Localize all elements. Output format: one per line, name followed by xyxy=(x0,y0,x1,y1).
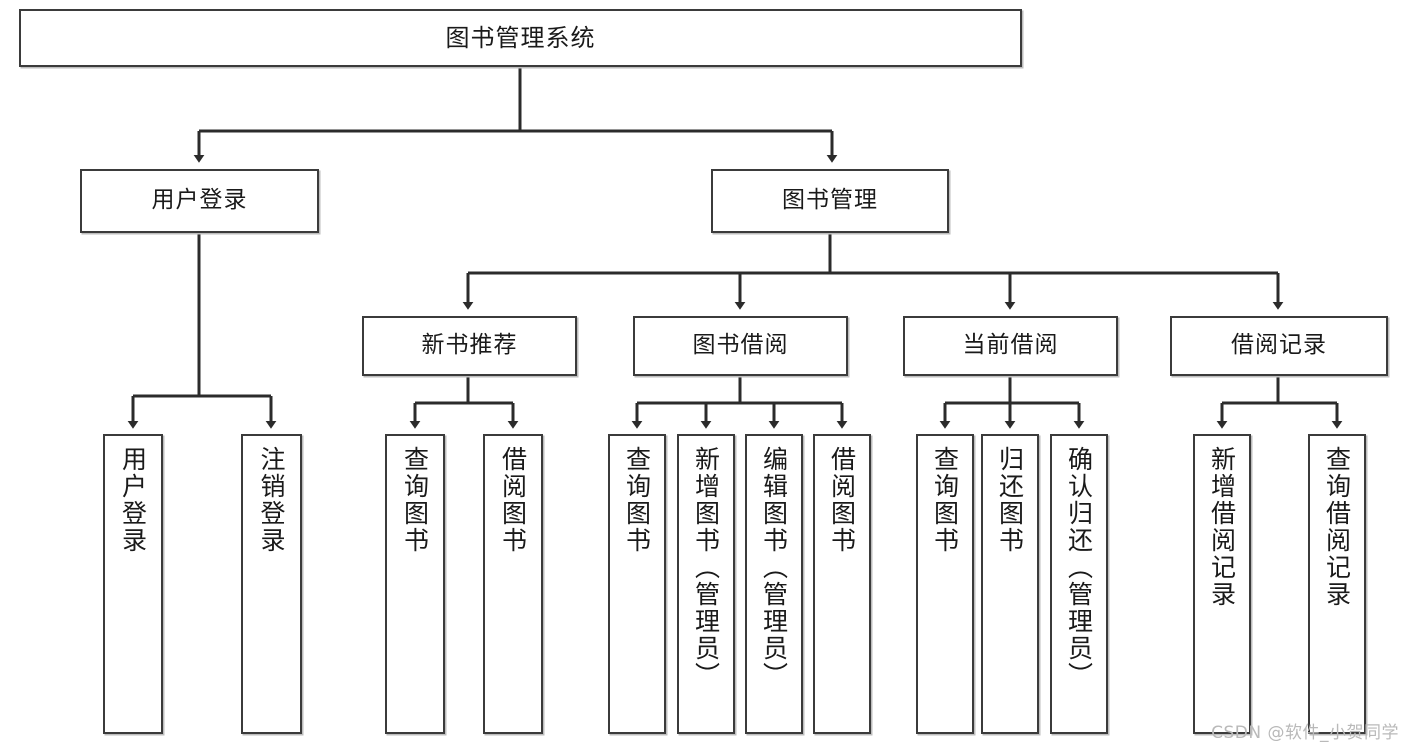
node-label: 编辑图书（管理员） xyxy=(759,446,789,689)
node-label: 图书管理 xyxy=(782,187,878,214)
node-label: 归还图书 xyxy=(995,446,1025,554)
node-label: 确认归还（管理员） xyxy=(1064,446,1094,689)
node-label: 查询借阅记录 xyxy=(1322,446,1352,608)
leaf-user-login-logout[interactable]: 注销登录 xyxy=(241,434,302,734)
node-label: 新书推荐 xyxy=(421,332,518,359)
leaf-borrow-record-query-record[interactable]: 查询借阅记录 xyxy=(1308,434,1366,734)
node-label: 图书借阅 xyxy=(692,332,789,359)
leaf-new-book-borrow-book[interactable]: 借阅图书 xyxy=(483,434,543,734)
node-label: 查询图书 xyxy=(622,446,652,554)
node-label: 查询图书 xyxy=(400,446,430,554)
leaf-book-borrow-edit-book-admin[interactable]: 编辑图书（管理员） xyxy=(745,434,803,734)
node-label: 新增图书（管理员） xyxy=(691,446,721,689)
leaf-book-borrow-query-book[interactable]: 查询图书 xyxy=(608,434,666,734)
leaf-book-borrow-borrow-book[interactable]: 借阅图书 xyxy=(813,434,871,734)
node-label: 借阅记录 xyxy=(1231,332,1327,359)
node-label: 用户登录 xyxy=(118,446,148,554)
leaf-current-borrow-query-book[interactable]: 查询图书 xyxy=(916,434,974,734)
node-label: 新增借阅记录 xyxy=(1207,446,1237,608)
node-label: 借阅图书 xyxy=(498,446,528,554)
node-label: 用户登录 xyxy=(151,187,248,214)
node-current-borrowing[interactable]: 当前借阅 xyxy=(903,316,1118,376)
node-root-book-management-system[interactable]: 图书管理系统 xyxy=(19,9,1022,67)
leaf-borrow-record-add-record[interactable]: 新增借阅记录 xyxy=(1193,434,1251,734)
node-label: 图书管理系统 xyxy=(445,23,596,52)
node-book-borrowing[interactable]: 图书借阅 xyxy=(633,316,848,376)
node-label: 查询图书 xyxy=(930,446,960,554)
leaf-user-login-login[interactable]: 用户登录 xyxy=(103,434,163,734)
leaf-current-borrow-return-book[interactable]: 归还图书 xyxy=(981,434,1039,734)
node-label: 借阅图书 xyxy=(827,446,857,554)
node-new-book-recommendation[interactable]: 新书推荐 xyxy=(362,316,577,376)
node-label: 注销登录 xyxy=(257,446,286,554)
node-label: 当前借阅 xyxy=(962,332,1059,359)
node-borrowing-record[interactable]: 借阅记录 xyxy=(1170,316,1388,376)
leaf-book-borrow-add-book-admin[interactable]: 新增图书（管理员） xyxy=(677,434,735,734)
leaf-current-borrow-confirm-return-admin[interactable]: 确认归还（管理员） xyxy=(1050,434,1108,734)
node-user-login[interactable]: 用户登录 xyxy=(80,169,319,233)
leaf-new-book-query-book[interactable]: 查询图书 xyxy=(385,434,445,734)
node-book-management[interactable]: 图书管理 xyxy=(711,169,949,233)
